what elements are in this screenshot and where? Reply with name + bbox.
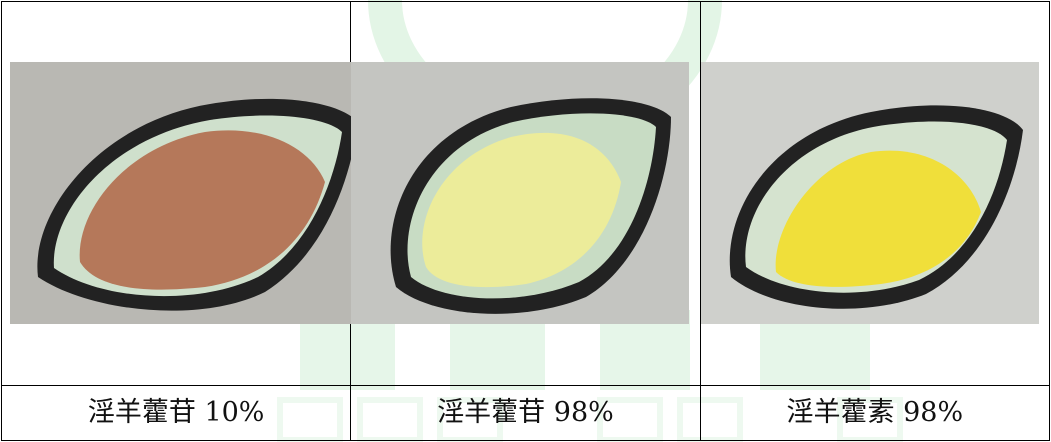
product-photo-1 [10, 62, 374, 324]
caption-cell-1: 淫羊藿苷 10% [0, 385, 352, 441]
product-photo-3 [700, 62, 1039, 324]
caption-row: 淫羊藿苷 10% 淫羊藿苷 98% 淫羊藿素 98% [0, 385, 1051, 441]
photo-cell-3 [699, 1, 1051, 386]
caption-cell-2: 淫羊藿苷 98% [350, 385, 701, 441]
photo-row [0, 1, 1051, 386]
product-caption-3: 淫羊藿素 98% [786, 397, 964, 428]
product-caption-1: 淫羊藿苷 10% [87, 397, 265, 428]
photo-cell-2 [350, 1, 701, 386]
photo-cell-1 [0, 1, 374, 386]
product-caption-2: 淫羊藿苷 98% [437, 397, 614, 428]
caption-cell-3: 淫羊藿素 98% [699, 385, 1051, 441]
product-photo-2 [351, 62, 690, 324]
